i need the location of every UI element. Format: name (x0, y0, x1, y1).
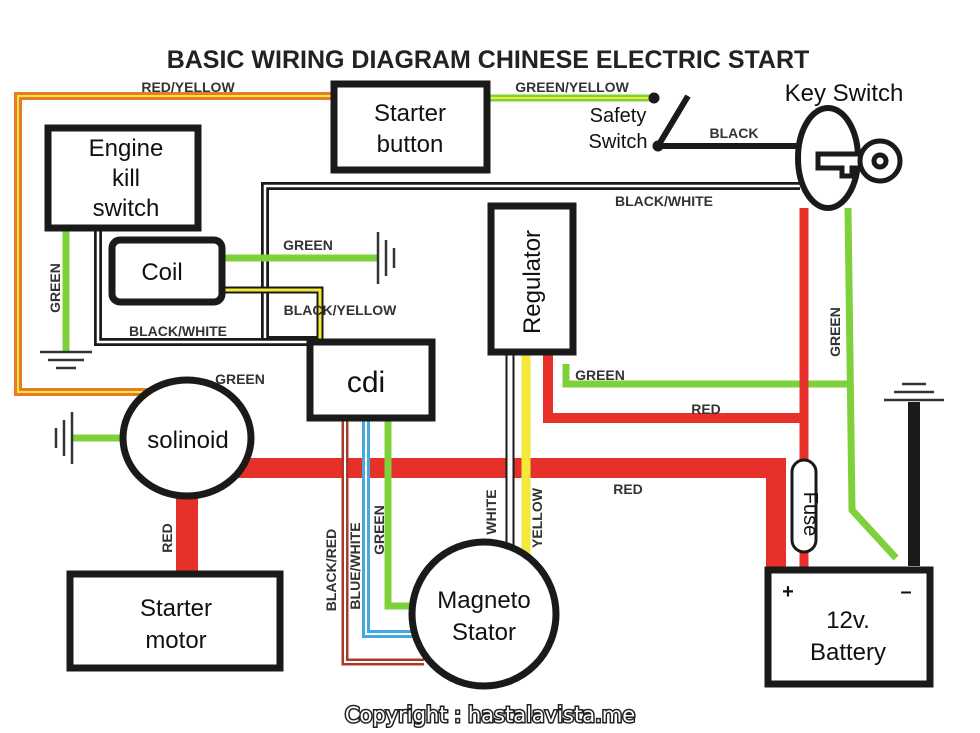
starter-button-label-2: button (377, 131, 444, 158)
wire-label-black-white-left: BLACK/WHITE (129, 323, 227, 339)
wire-green-cdi (384, 420, 412, 610)
battery-label-2: Battery (810, 639, 886, 666)
wire-label-green-key: GREEN (827, 307, 843, 357)
wire-black-red-inner (344, 420, 424, 663)
starter-motor-label-1: Starter (140, 595, 212, 622)
starter-motor-box (66, 570, 284, 672)
wire-green-key (844, 207, 899, 561)
regulator-label: Regulator (519, 230, 546, 334)
ground-icon-kill (40, 350, 92, 370)
wire-black-white-left-stripe (96, 228, 318, 344)
starter-button-box (330, 80, 491, 174)
kill-switch-label-3: switch (93, 195, 160, 222)
wire-label-red-main: RED (613, 481, 643, 497)
key-icon (815, 138, 903, 184)
fuse-label: Fuse (799, 492, 821, 536)
regulator-box (487, 202, 577, 356)
wire-label-yellow: YELLOW (529, 487, 545, 548)
wire-label-green-cdi: GREEN (371, 505, 387, 555)
components (44, 80, 934, 690)
wire-label-green-kill: GREEN (47, 263, 63, 313)
fuse-body (790, 458, 818, 554)
coil-box (108, 236, 226, 306)
wire-label-black-red: BLACK/RED (323, 529, 339, 611)
engine-kill-switch-box (44, 124, 202, 232)
wire-label-red-regulator: RED (691, 401, 721, 417)
wire-red-main (238, 458, 786, 568)
magneto-label-2: Stator (452, 619, 516, 646)
wire-black-yellow-stripe (222, 288, 322, 342)
wire-green-regulator (562, 364, 852, 388)
wires (14, 92, 899, 666)
magneto-label-1: Magneto (437, 587, 530, 614)
wire-label-red-yellow: RED/YELLOW (141, 79, 235, 95)
magneto-stator-circle (408, 538, 560, 690)
ground-icon-solenoid (54, 412, 74, 464)
wire-red-yellow-stripe (17, 95, 333, 393)
battery-label-1: 12v. (826, 607, 870, 634)
kill-switch-label-2: kill (112, 165, 140, 192)
ground-icon-coil (376, 232, 396, 284)
wire-label-green-coil: GREEN (283, 237, 333, 253)
wire-red-regulator (543, 352, 804, 423)
kill-switch-label-1: Engine (89, 135, 164, 162)
key-switch-label: Key Switch (785, 80, 904, 107)
safety-switch-icon (648, 92, 691, 152)
wire-label-white: WHITE (483, 489, 499, 534)
solenoid-label: solinoid (147, 427, 228, 454)
wire-label-green-solenoid: GREEN (215, 371, 265, 387)
starter-motor-label-2: motor (145, 627, 206, 654)
wire-label-black: BLACK (710, 125, 759, 141)
battery-minus-label: – (900, 581, 911, 603)
wire-label-green-regulator: GREEN (575, 367, 625, 383)
safety-switch-label-2: Switch (589, 131, 648, 153)
coil-label: Coil (141, 259, 182, 286)
battery-box (764, 566, 934, 688)
battery-plus-label: + (782, 581, 794, 603)
wire-label-black-white-top: BLACK/WHITE (615, 193, 713, 209)
ground-icon-battery (884, 382, 944, 402)
wire-label-blue-white: BLUE/WHITE (347, 522, 363, 609)
copyright-text: Copyright : hastalavista.me (345, 703, 635, 727)
wire-blue-white-inner (365, 420, 414, 635)
wire-label-red-starter: RED (159, 523, 175, 553)
solenoid-circle (119, 376, 255, 500)
diagram-title: BASIC WIRING DIAGRAM CHINESE ELECTRIC ST… (167, 46, 810, 74)
ground-symbols (40, 232, 944, 464)
cdi-label: cdi (347, 366, 385, 399)
starter-button-label-1: Starter (374, 100, 446, 127)
wire-label-green-yellow: GREEN/YELLOW (515, 79, 629, 95)
safety-switch-label-1: Safety (590, 105, 647, 127)
cdi-box (306, 338, 436, 422)
wire-label-black-yellow: BLACK/YELLOW (284, 302, 398, 318)
